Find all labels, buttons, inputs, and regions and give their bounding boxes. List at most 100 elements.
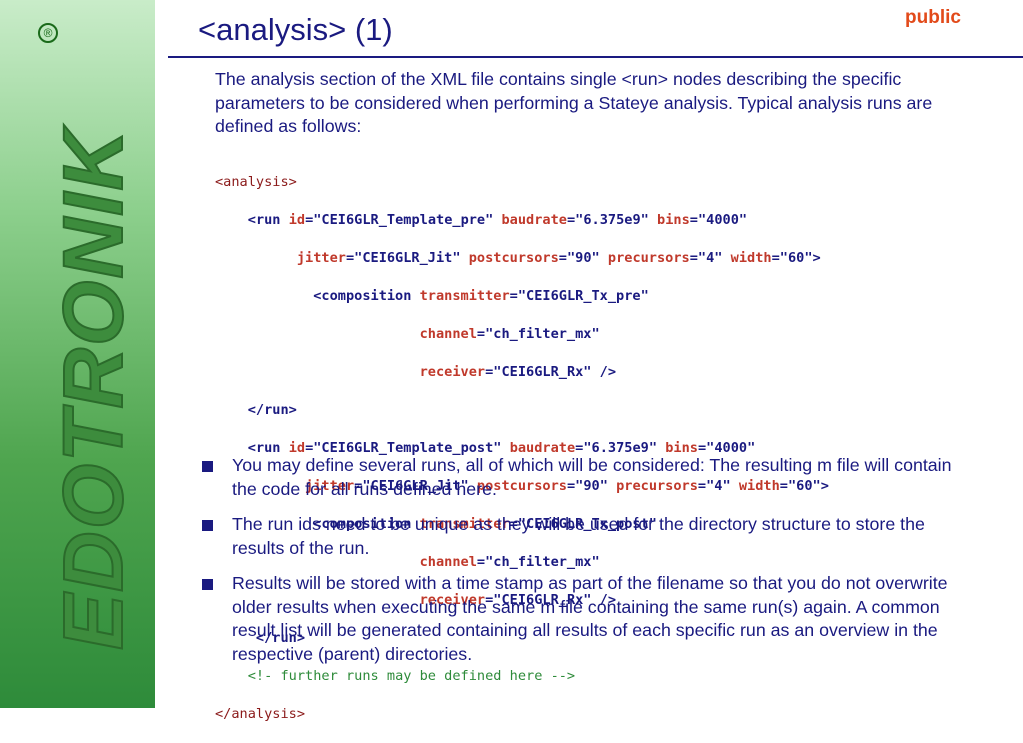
code-token: run (255, 440, 281, 456)
code-token: "CEI6GLR_Template_post" (313, 440, 502, 456)
code-tag: </analysis> (215, 706, 306, 722)
code-token: bins (665, 440, 698, 456)
code-token: "CEI6GLR_Rx" /> (493, 364, 617, 380)
code-token: = (305, 440, 314, 456)
code-token: bins (657, 212, 690, 228)
code-token: = (485, 364, 494, 380)
list-item: The run ids need to be unique as they wi… (200, 513, 970, 560)
code-tag: <analysis> (215, 174, 297, 190)
code-token: channel (419, 326, 477, 342)
code-token: = (697, 440, 707, 456)
code-token: jitter (305, 478, 355, 494)
code-token: = (779, 478, 788, 494)
code-line: <composition transmitter="CEI6GLR_Tx_pos… (215, 515, 995, 534)
code-token: precursors (607, 250, 690, 266)
code-token: id (288, 440, 306, 456)
code-token: "CEI6GLR_Tx_pre" (517, 288, 649, 304)
code-token: </run> (247, 402, 297, 418)
classification-label: public (905, 7, 961, 28)
code-token: "ch_filter_mx" (485, 554, 600, 570)
code-token: = (689, 250, 698, 266)
code-token: "4000" (697, 212, 748, 228)
bullet-text: Results will be stored with a time stamp… (232, 573, 948, 664)
logo-text: EDOTRONIK (46, 125, 140, 650)
sidebar (0, 0, 155, 708)
code-token: < (247, 212, 256, 228)
bullet-text: The run ids need to be unique as they wi… (232, 514, 925, 558)
code-token: = (485, 592, 494, 608)
bullet-text: You may define several runs, all of whic… (232, 455, 952, 499)
code-token: "4" (697, 250, 723, 266)
code-token: width (730, 250, 772, 266)
list-item: Results will be stored with a time stamp… (200, 572, 970, 666)
code-token: = (566, 478, 576, 494)
code-line: <run id="CEI6GLR_Template_post" baudrate… (215, 439, 995, 458)
code-token: = (575, 440, 584, 456)
code-line: receiver="CEI6GLR_Rx" /> (215, 363, 995, 382)
bullet-square-icon (202, 579, 213, 590)
code-token: = (509, 288, 518, 304)
code-token: "6.375e9" (583, 440, 658, 456)
code-token: "CEI6GLR_Tx_post" (517, 516, 657, 532)
code-token: receiver (419, 592, 486, 608)
code-token: jitter (296, 250, 346, 266)
code-token: = (566, 212, 576, 228)
code-token: = (476, 326, 486, 342)
code-token: "6.375e9" (575, 212, 649, 228)
code-token: "CEI6GLR_Rx" /> (493, 592, 617, 608)
code-token: "60"> (779, 250, 821, 266)
code-token: "CEI6GLR_Jit" (362, 478, 469, 494)
bullet-square-icon (202, 461, 213, 472)
code-line: </run> (215, 401, 995, 420)
code-token: channel (419, 554, 477, 570)
code-token: = (509, 516, 518, 532)
code-line: channel="ch_filter_mx" (215, 325, 995, 344)
code-token: = (558, 250, 567, 266)
code-token: = (476, 554, 486, 570)
code-token: run (255, 212, 281, 228)
code-token: "90" (575, 478, 608, 494)
code-token: id (288, 212, 306, 228)
code-line: </run> (215, 629, 995, 648)
code-line: <run id="CEI6GLR_Template_pre" baudrate=… (215, 211, 995, 230)
code-token: = (354, 478, 363, 494)
code-line: <analysis> (215, 173, 995, 192)
code-token: "CEI6GLR_Jit" (354, 250, 461, 266)
xml-code-listing: <analysis> <run id="CEI6GLR_Template_pre… (215, 154, 995, 743)
code-token: width (738, 478, 780, 494)
bullet-square-icon (202, 520, 213, 531)
code-token: "4000" (706, 440, 756, 456)
code-line: jitter="CEI6GLR_Jit" postcursors="90" pr… (215, 477, 995, 496)
code-line: jitter="CEI6GLR_Jit" postcursors="90" pr… (215, 249, 995, 268)
code-token: = (305, 212, 314, 228)
code-comment: <!- further runs may be defined here --> (247, 668, 576, 684)
page-title: <analysis> (1) (198, 12, 393, 47)
logo-wordmark-icon: EDOTRONIK (45, 124, 141, 651)
title-divider (168, 56, 1023, 58)
code-line: <!- further runs may be defined here --> (215, 667, 995, 686)
code-token: = (689, 212, 698, 228)
code-token: "90" (566, 250, 600, 266)
code-line: <composition transmitter="CEI6GLR_Tx_pre… (215, 287, 995, 306)
registered-mark: ® (38, 23, 58, 43)
code-token: = (697, 478, 707, 494)
code-line: receiver="CEI6GLR_Rx" /> (215, 591, 995, 610)
code-token: baudrate (509, 440, 576, 456)
list-item: You may define several runs, all of whic… (200, 454, 970, 501)
code-token: </run> (255, 630, 306, 646)
code-token: precursors (616, 478, 698, 494)
code-token: "ch_filter_mx" (485, 326, 600, 342)
code-token: postcursors (476, 478, 567, 494)
company-logo: EDOTRONIK ® (0, 0, 155, 708)
code-token: = (345, 250, 355, 266)
code-token: "4" (706, 478, 731, 494)
intro-paragraph: The analysis section of the XML file con… (215, 69, 933, 136)
code-token: "CEI6GLR_Template_pre" (313, 212, 494, 228)
code-token: "60"> (787, 478, 829, 494)
bullet-list: You may define several runs, all of whic… (200, 454, 970, 678)
code-token: = (771, 250, 780, 266)
code-token: postcursors (468, 250, 559, 266)
code-line: channel="ch_filter_mx" (215, 553, 995, 572)
code-token: receiver (419, 364, 486, 380)
code-token: transmitter (419, 516, 510, 532)
